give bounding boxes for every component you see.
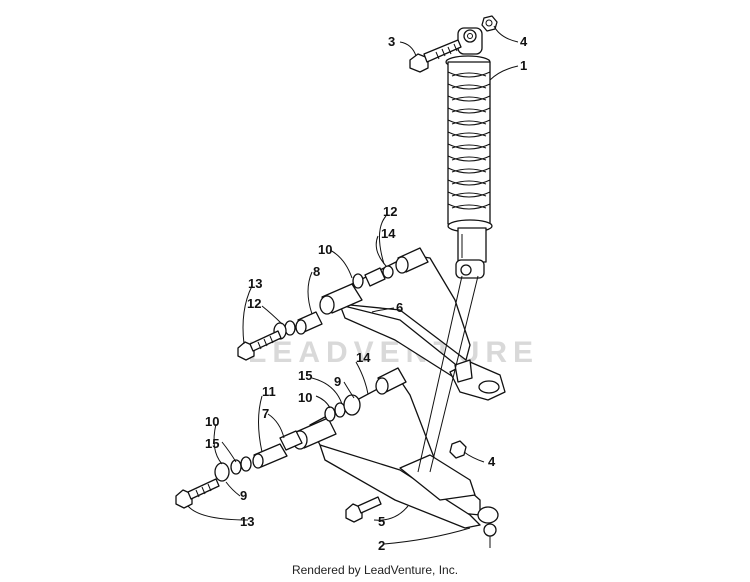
- callout-14-mid: 14: [356, 350, 371, 365]
- callout-15-upper: 15: [298, 368, 312, 383]
- leader-lines: [187, 25, 519, 545]
- callout-4-right: 4: [488, 454, 496, 469]
- callout-4-top: 4: [520, 34, 528, 49]
- callout-11: 11: [262, 384, 276, 399]
- bolt-lower-shock: [345, 496, 382, 523]
- callout-8: 8: [313, 264, 320, 279]
- callout-1: 1: [520, 58, 527, 73]
- callout-13-upper: 13: [248, 276, 262, 291]
- callout-9-upper: 9: [334, 374, 341, 389]
- lower-bushing-set: [214, 394, 361, 482]
- bolt-lower-arm: [175, 478, 220, 509]
- callout-14-top: 14: [381, 226, 396, 241]
- lower-a-arm: [292, 367, 499, 548]
- footer-credit: Rendered by LeadVenture, Inc.: [291, 563, 459, 577]
- shock-absorber: [445, 27, 493, 279]
- callout-12-top: 12: [383, 204, 397, 219]
- callout-15-lower: 15: [205, 436, 219, 451]
- bolt-upper-arm: [237, 330, 282, 361]
- watermark-text: LEADVENTURE: [248, 336, 539, 369]
- callout-10-upper: 10: [318, 242, 332, 257]
- nut-top: [481, 15, 498, 32]
- callout-3: 3: [388, 34, 395, 49]
- shock-link-lines: [417, 275, 479, 473]
- callout-12-left: 12: [247, 296, 261, 311]
- callout-2: 2: [378, 538, 385, 553]
- nut-lower-shock: [449, 440, 467, 459]
- callout-6: 6: [396, 300, 403, 315]
- callout-7: 7: [262, 406, 269, 421]
- upper-bushing-set: [273, 265, 394, 340]
- callout-10-mid: 10: [298, 390, 312, 405]
- callout-9-lower: 9: [240, 488, 247, 503]
- bolt-top: [409, 39, 462, 73]
- callout-13-lower: 13: [240, 514, 254, 529]
- callout-10-lower: 10: [205, 414, 219, 429]
- callout-5: 5: [378, 514, 385, 529]
